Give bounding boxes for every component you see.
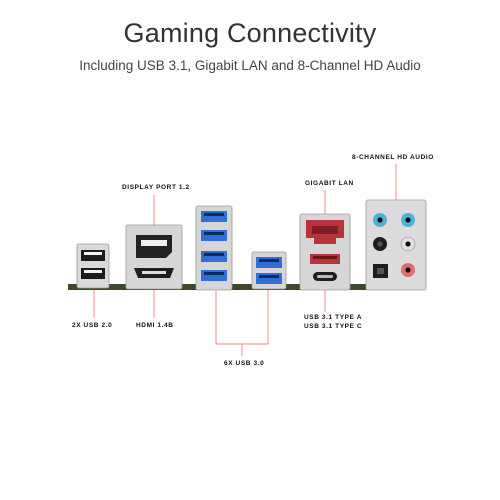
callout-usb2: 2X USB 2.0 [72, 322, 113, 329]
displayport-hdmi-block [125, 224, 183, 290]
usb3-quad-stack [195, 205, 233, 291]
callout-lines [93, 164, 397, 356]
page-title: Gaming Connectivity [123, 18, 377, 48]
displayport-connector [136, 235, 172, 258]
callout-audio: 8-CHANNEL HD AUDIO [352, 154, 434, 161]
usb2-port-stack [76, 243, 110, 289]
audio-jack-block [365, 199, 427, 291]
lan-usb31-block [299, 213, 351, 291]
pcb-strip [68, 284, 420, 290]
page-subtitle: Including USB 3.1, Gigabit LAN and 8-Cha… [79, 58, 421, 73]
callout-hdmi: HDMI 1.4B [136, 322, 174, 329]
callout-usb3: 6X USB 3.0 [224, 360, 265, 367]
callout-usb31-type-c: USB 3.1 TYPE C [304, 323, 363, 330]
callout-display-port: DISPLAY PORT 1.2 [122, 184, 190, 191]
usb3-dual-stack [251, 251, 287, 290]
callout-gigabit-lan: GIGABIT LAN [305, 180, 354, 187]
callout-usb31-type-a: USB 3.1 TYPE A [304, 314, 363, 321]
